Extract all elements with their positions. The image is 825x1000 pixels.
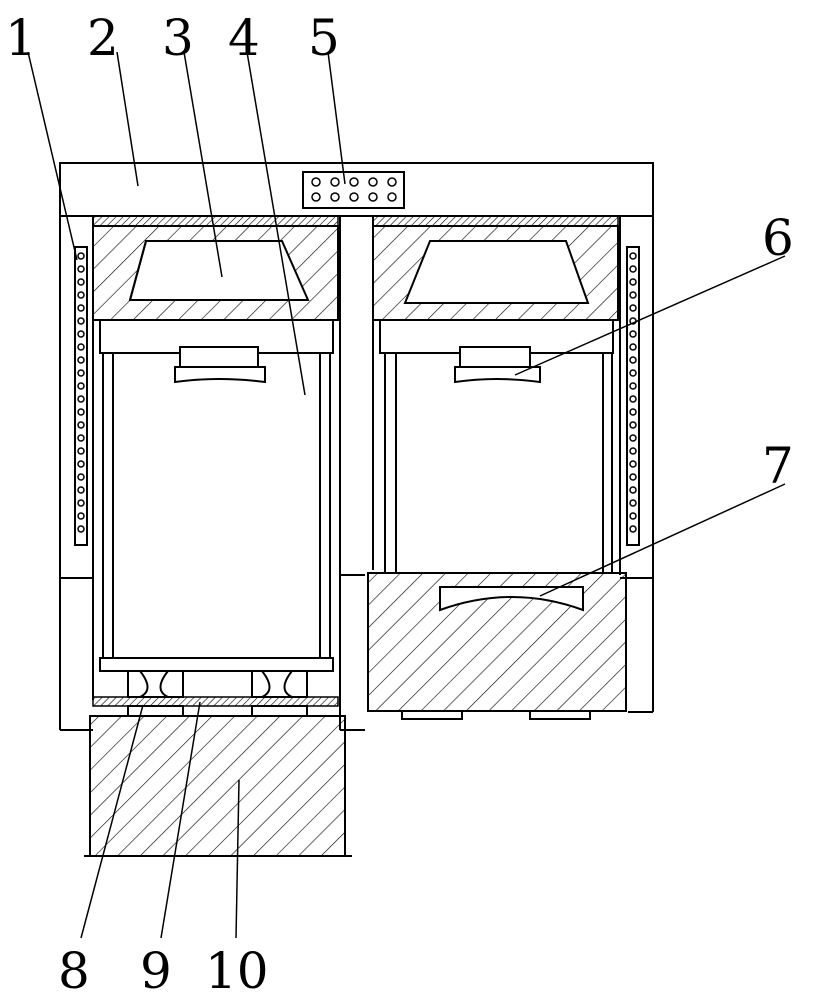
indicator-light: [629, 447, 637, 455]
panel-button: [330, 177, 340, 187]
indicator-light: [77, 252, 85, 260]
indicator-light: [629, 460, 637, 468]
label-9: 9: [140, 942, 172, 1000]
panel-button: [387, 192, 397, 202]
bottom-base: [84, 715, 352, 857]
indicator-light: [77, 486, 85, 494]
indicator-light: [629, 291, 637, 299]
panel-button: [311, 192, 321, 202]
control-panel: [302, 171, 405, 209]
indicator-light: [629, 486, 637, 494]
indicator-light: [629, 512, 637, 520]
indicator-light: [629, 304, 637, 312]
indicator-light: [629, 473, 637, 481]
leader-lines: [27, 51, 786, 939]
left-drawer: [99, 319, 334, 672]
right-drawer: [379, 319, 614, 572]
indicator-light: [629, 421, 637, 429]
upper-block-right: [372, 215, 619, 321]
indicator-light: [77, 317, 85, 325]
label-3: 3: [162, 9, 194, 67]
indicator-light: [629, 278, 637, 286]
label-4: 4: [228, 9, 260, 67]
indicator-light: [629, 395, 637, 403]
indicator-strip-left: [74, 246, 88, 546]
indicator-light: [77, 265, 85, 273]
indicator-light: [77, 343, 85, 351]
indicator-light: [629, 343, 637, 351]
plate-feet: [127, 705, 308, 717]
label-6: 6: [762, 209, 794, 267]
panel-button: [368, 177, 378, 187]
panel-button: [330, 192, 340, 202]
indicator-light: [629, 356, 637, 364]
indicator-light: [77, 304, 85, 312]
indicator-light: [629, 252, 637, 260]
indicator-light: [77, 460, 85, 468]
indicator-light: [77, 369, 85, 377]
indicator-light: [77, 278, 85, 286]
indicator-light: [629, 499, 637, 507]
indicator-light: [77, 330, 85, 338]
indicator-light: [77, 525, 85, 533]
reference-labels: 1 2 3 4 5 6 7 8 9 10: [5, 9, 794, 1000]
indicator-light: [629, 434, 637, 442]
indicator-light: [77, 356, 85, 364]
label-5: 5: [308, 9, 340, 67]
panel-button: [349, 177, 359, 187]
indicator-light: [629, 525, 637, 533]
label-1: 1: [5, 9, 37, 67]
indicator-light: [77, 395, 85, 403]
support-plate: [92, 696, 339, 707]
indicator-light: [77, 408, 85, 416]
indicator-light: [77, 473, 85, 481]
panel-button: [311, 177, 321, 187]
label-7: 7: [762, 437, 794, 495]
indicator-light: [77, 434, 85, 442]
indicator-light: [629, 265, 637, 273]
indicator-light: [629, 369, 637, 377]
label-10: 10: [205, 942, 269, 1000]
label-2: 2: [87, 9, 119, 67]
right-base-tray: [367, 572, 627, 720]
indicator-light: [629, 408, 637, 416]
indicator-light: [77, 382, 85, 390]
support-wheels: [127, 670, 308, 698]
indicator-light: [77, 499, 85, 507]
panel-button: [387, 177, 397, 187]
indicator-light: [77, 512, 85, 520]
panel-button: [349, 192, 359, 202]
indicator-light: [77, 447, 85, 455]
panel-button: [368, 192, 378, 202]
label-8: 8: [58, 942, 90, 1000]
indicator-light: [629, 382, 637, 390]
indicator-light: [77, 421, 85, 429]
indicator-light: [629, 330, 637, 338]
upper-block-left: [92, 215, 339, 321]
indicator-light: [77, 291, 85, 299]
indicator-strip-right: [626, 246, 640, 546]
